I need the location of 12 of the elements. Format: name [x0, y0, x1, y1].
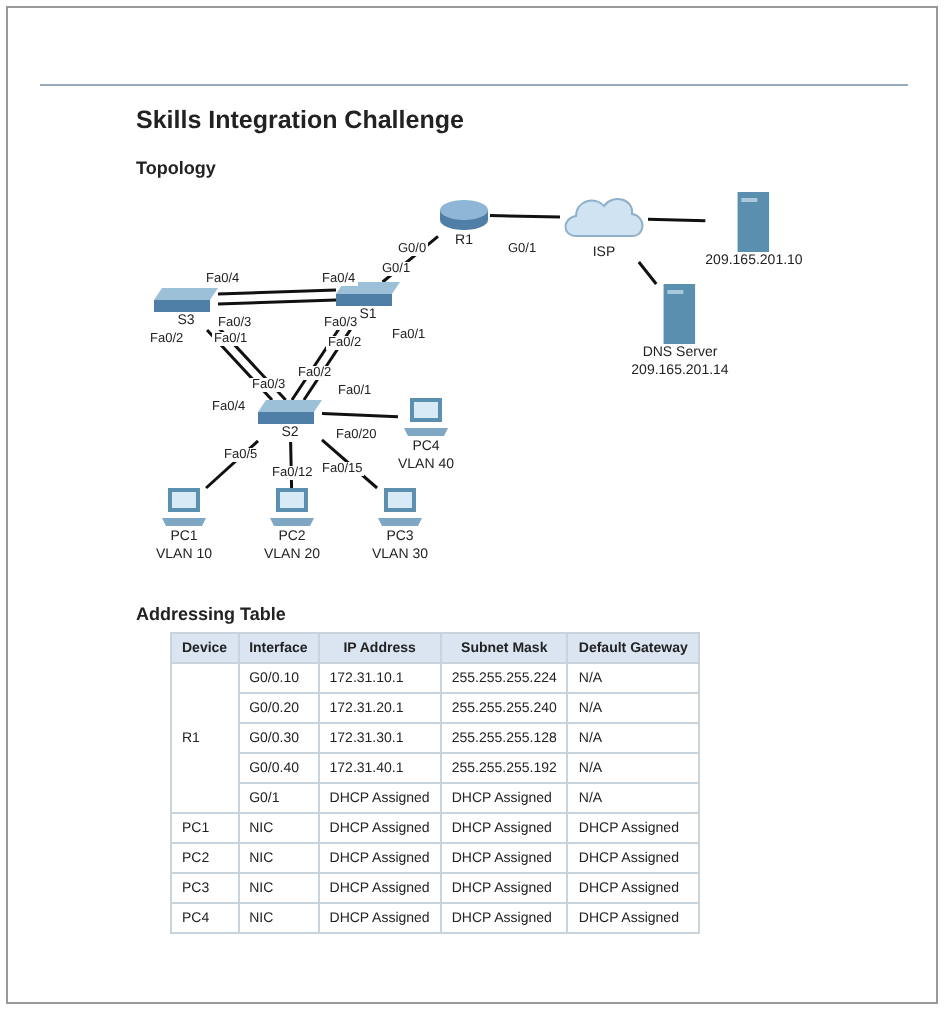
cable-line: [205, 328, 274, 401]
section-heading: Addressing Table: [136, 604, 286, 624]
cable-line: [217, 298, 337, 306]
cable-line: [647, 217, 706, 223]
cable-line: [289, 441, 294, 489]
cable-line: [489, 214, 561, 219]
cable-line: [637, 261, 658, 285]
cable-line: [321, 411, 399, 419]
page-title: Skills Integration Challenge: [136, 106, 464, 134]
section-heading: Topology: [136, 158, 216, 178]
cable-line: [217, 288, 337, 296]
cable-line: [205, 439, 259, 490]
